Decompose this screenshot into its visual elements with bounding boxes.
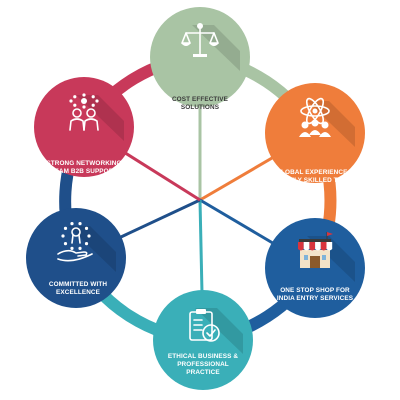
node-label-ethical: ETHICAL BUSINESS & PROFESSIONAL PRACTICE	[167, 353, 239, 376]
hand-award-icon	[57, 222, 93, 262]
shop-icon	[298, 232, 333, 268]
node-committed	[26, 208, 126, 308]
node-label-networking: STRONG NETWORKING TEAM B2B SUPPORT	[46, 160, 122, 175]
node-networking	[34, 77, 134, 177]
scales-icon	[181, 23, 219, 57]
node-cost	[150, 7, 250, 107]
icon-shadow	[192, 25, 240, 71]
node-global	[265, 83, 365, 183]
node-label-global: GLOBAL EXPERIENCE & HIGHLY SKILLED TEAM	[275, 169, 355, 184]
node-onestop	[265, 218, 365, 318]
people-network-icon	[69, 93, 99, 131]
node-label-onestop: ONE STOP SHOP FOR INDIA ENTRY SERVICES	[276, 287, 354, 302]
team-network-icon	[299, 97, 331, 137]
node-ethical	[153, 290, 253, 390]
node-label-committed: COMMITTED WITH EXCELLENCE	[48, 281, 108, 296]
node-circle-committed	[26, 208, 126, 308]
icon-shadow	[76, 95, 124, 141]
node-label-cost: COST EFFECTIVE SOLUTIONS	[171, 96, 229, 111]
clipboard-check-icon	[189, 309, 220, 342]
